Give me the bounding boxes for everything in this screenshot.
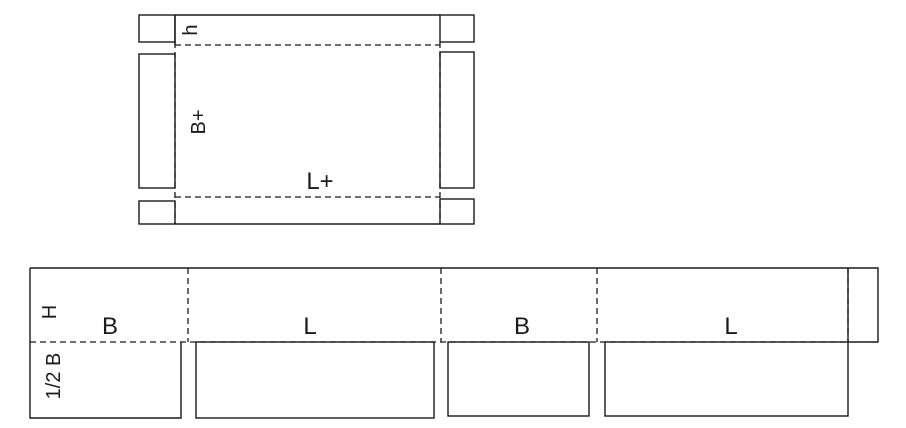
lid-flap-top bbox=[174, 14, 440, 45]
lid-flap-left bbox=[138, 53, 176, 189]
panel-l1-label: L bbox=[303, 313, 316, 340]
lid-height-label: h bbox=[180, 24, 202, 35]
lid-flap-right bbox=[439, 51, 475, 189]
panel-l2-label: L bbox=[724, 313, 737, 340]
panel-b1-label: B bbox=[102, 313, 118, 340]
bottom-flap-l2 bbox=[604, 341, 849, 417]
half-b-label: 1/2 B bbox=[43, 353, 65, 400]
lid-tab-bottom-right bbox=[439, 198, 475, 225]
bottom-flap-l1 bbox=[195, 341, 435, 419]
lid-tab-top-right bbox=[439, 14, 475, 43]
bottom-flap-b2 bbox=[447, 341, 590, 417]
lid-tab-bottom-left bbox=[138, 200, 176, 225]
body-outline-top bbox=[29, 267, 879, 419]
lid-width-label: B+ bbox=[188, 109, 210, 134]
lid-length-label: L+ bbox=[306, 168, 333, 195]
body-dieline: H B L B L 1/2 B bbox=[29, 267, 879, 419]
box-height-label: H bbox=[39, 305, 61, 319]
lid-tab-top-left bbox=[138, 14, 176, 43]
lid-dieline: h B+ L+ bbox=[138, 14, 475, 225]
panel-b2-label: B bbox=[514, 313, 530, 340]
